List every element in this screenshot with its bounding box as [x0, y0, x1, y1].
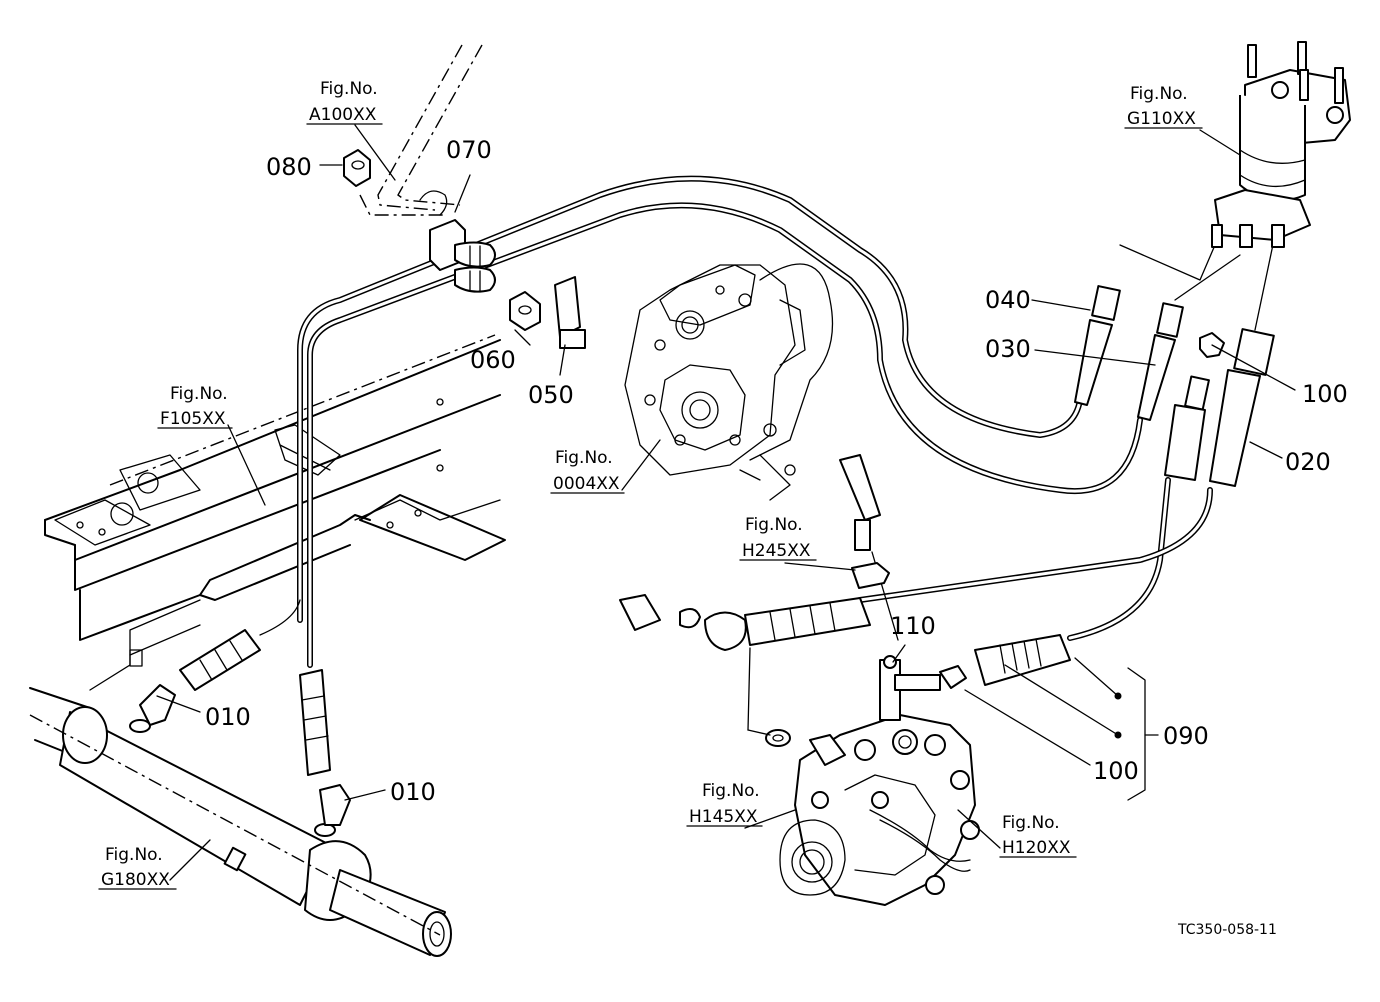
pump-inlet-pipe [619, 594, 871, 651]
part-number-040[interactable]: 040 [985, 286, 1031, 314]
svg-text:0004XX: 0004XX [553, 474, 620, 494]
part-number-090[interactable]: 090 [1163, 722, 1209, 750]
svg-text:F105XX: F105XX [160, 409, 226, 429]
part-number-010-left[interactable]: 010 [205, 703, 251, 731]
part-number-010-right[interactable]: 010 [390, 778, 436, 806]
svg-text:H120XX: H120XX [1002, 838, 1071, 858]
clamp-050 [554, 276, 586, 349]
chassis-frame [44, 334, 506, 691]
svg-text:Fig.No.: Fig.No. [105, 845, 163, 865]
svg-text:Fig.No.: Fig.No. [1130, 84, 1188, 104]
fig-ref-h245xx[interactable]: Fig.No. H245XX [739, 515, 817, 561]
svg-text:G180XX: G180XX [101, 870, 170, 890]
part-number-050[interactable]: 050 [528, 381, 574, 409]
part-number-020[interactable]: 020 [1285, 448, 1331, 476]
hydraulic-lines [259, 175, 1276, 668]
svg-text:Fig.No.: Fig.No. [1002, 813, 1060, 833]
coupler-upper [1164, 375, 1210, 481]
hydraulic-pump [765, 714, 980, 906]
hose-020 [1209, 328, 1275, 487]
clamp-070 [429, 219, 496, 293]
hose-010-right [299, 669, 351, 826]
part-number-060[interactable]: 060 [470, 346, 516, 374]
hose-010-left [139, 629, 261, 726]
tee-110 [879, 655, 941, 721]
leader-lines [156, 124, 1296, 881]
upper-bracket-a100 [359, 44, 483, 216]
fig-ref-h145xx[interactable]: Fig.No. H145XX [686, 781, 763, 827]
part-numbers: 080 070 060 050 040 030 100 020 110 010 … [205, 136, 1348, 806]
svg-text:H245XX: H245XX [742, 541, 811, 561]
svg-text:A100XX: A100XX [309, 105, 377, 125]
fitting-090 [939, 634, 1071, 689]
fig-ref-g110xx[interactable]: Fig.No. G110XX [1124, 84, 1203, 129]
part-number-100-upper[interactable]: 100 [1302, 380, 1348, 408]
engine-block [624, 263, 834, 501]
fig-ref-0004xx[interactable]: Fig.No. 0004XX [550, 448, 625, 494]
fitting-080 [343, 149, 371, 187]
drawing-code: TC350-058-11 [1177, 922, 1277, 938]
svg-text:Fig.No.: Fig.No. [702, 781, 760, 801]
svg-text:G110XX: G110XX [1127, 109, 1196, 129]
valve-rod-h245 [839, 454, 899, 641]
figure-references: Fig.No. A100XX Fig.No. G110XX Fig.No. F1… [98, 79, 1203, 890]
fig-ref-h120xx[interactable]: Fig.No. H120XX [999, 813, 1077, 858]
svg-text:Fig.No.: Fig.No. [555, 448, 613, 468]
steering-cylinder [29, 687, 452, 957]
part-number-110[interactable]: 110 [890, 612, 936, 640]
control-valve-g110 [1211, 41, 1351, 248]
fig-ref-f105xx[interactable]: Fig.No. F105XX [157, 384, 233, 429]
hose-030 [1137, 302, 1184, 421]
part-number-070[interactable]: 070 [446, 136, 492, 164]
fig-ref-a100xx[interactable]: Fig.No. A100XX [306, 79, 383, 125]
svg-text:Fig.No.: Fig.No. [320, 79, 378, 99]
svg-text:Fig.No.: Fig.No. [745, 515, 803, 535]
part-number-030[interactable]: 030 [985, 335, 1031, 363]
svg-text:H145XX: H145XX [689, 807, 758, 827]
svg-text:Fig.No.: Fig.No. [170, 384, 228, 404]
part-number-080[interactable]: 080 [266, 153, 312, 181]
part-number-100-lower[interactable]: 100 [1093, 757, 1139, 785]
fig-ref-g180xx[interactable]: Fig.No. G180XX [98, 845, 177, 890]
fitting-060 [509, 291, 541, 331]
hose-040 [1074, 285, 1121, 406]
